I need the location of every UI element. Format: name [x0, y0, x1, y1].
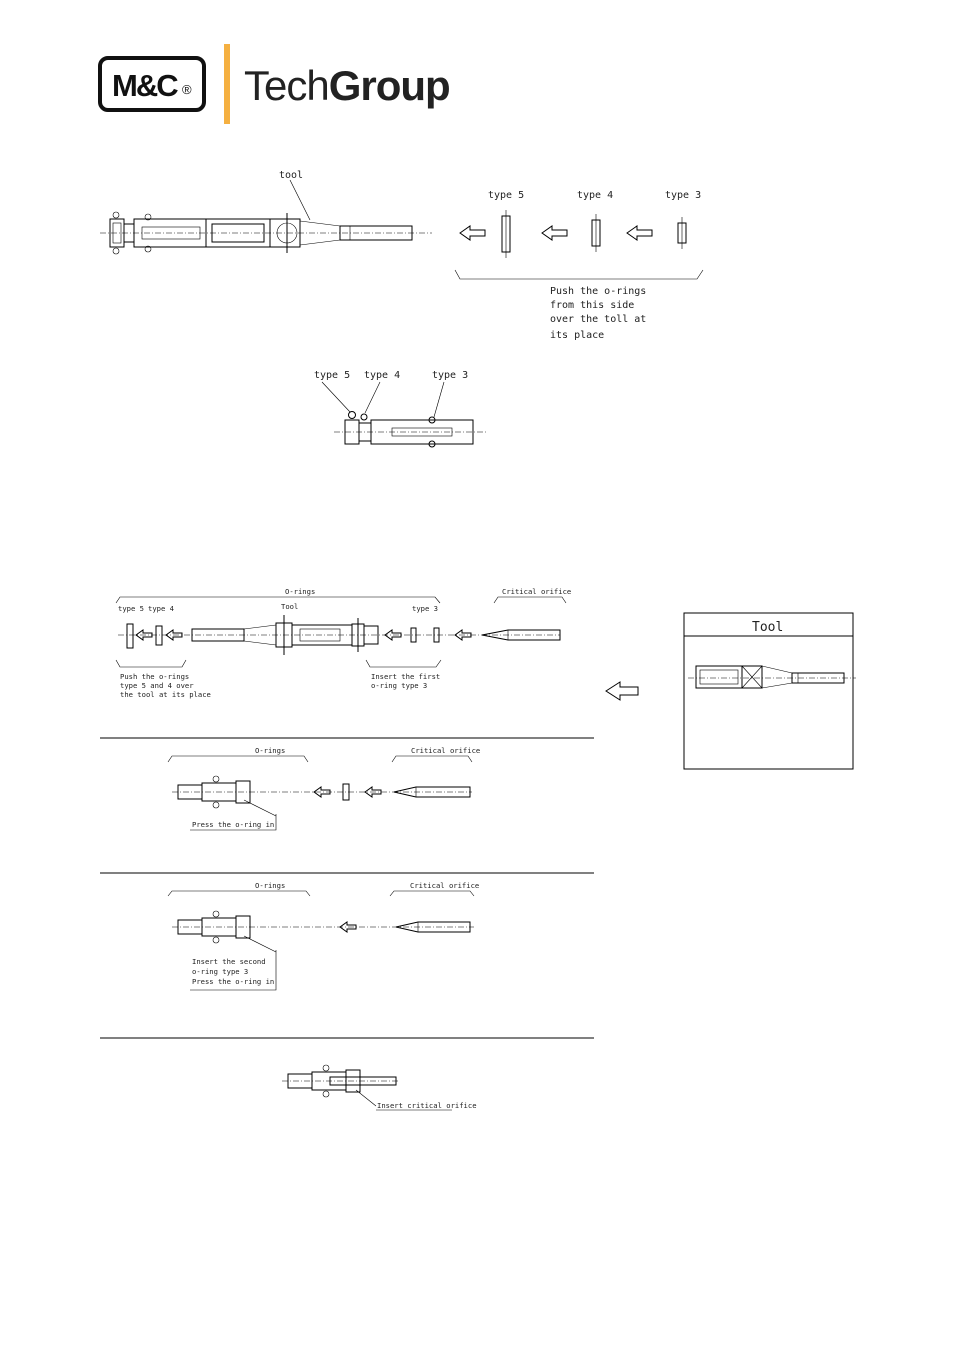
svg-text:TechGroup: TechGroup: [244, 62, 450, 109]
step2-drawing: [321, 381, 488, 448]
step1-tool-label: tool: [279, 170, 303, 181]
panel-c-critical-label: Critical orifice: [410, 881, 479, 890]
wordmark-group: Group: [329, 62, 450, 109]
wordmark-tech: Tech: [244, 62, 329, 109]
panel-a-note-left-2: type 5 and 4 over: [120, 681, 194, 690]
panel-a-type4-label: type 4: [148, 604, 174, 613]
techgroup-wordmark: TechGroup: [244, 62, 451, 109]
tool-box: [683, 612, 856, 770]
panel-c-drawing: [167, 890, 475, 991]
panel-d-drawing: [282, 1064, 452, 1111]
panel-c-note-1: Insert the second: [192, 957, 266, 966]
panel-a-orings-label: O-rings: [285, 587, 315, 596]
logo-divider: [224, 44, 230, 124]
panel-a-type5-label: type 5: [118, 604, 144, 613]
panel-c-note-3: Press the o-ring in: [192, 977, 274, 986]
step2-type3-label: type 3: [432, 370, 468, 381]
step1-note-line1: Push the o-rings: [550, 286, 646, 297]
logo-mc-text: M&C: [112, 68, 178, 103]
tool-arrow-icon: [605, 681, 639, 701]
mc-logo: M&C ®: [98, 56, 206, 112]
panel-b-critical-label: Critical orifice: [411, 746, 480, 755]
step1-orings: [454, 210, 704, 280]
step1-drawing: [100, 179, 432, 255]
step2-type5-label: type 5: [314, 370, 350, 381]
step1-note-line2: from this side: [550, 300, 634, 311]
tool-box-title: Tool: [752, 620, 783, 635]
panel-a-note-left-1: Push the o-rings: [120, 672, 189, 681]
step2-type4-label: type 4: [364, 370, 400, 381]
panel-c-orings-label: O-rings: [255, 881, 285, 890]
panel-d-note: Insert critical orifice: [377, 1101, 477, 1110]
panel-a-drawing: [115, 596, 567, 668]
step1-note-line4: its place: [550, 330, 604, 341]
panel-a-note-right-1: Insert the first: [371, 672, 440, 681]
panel-a-critical-label: Critical orifice: [502, 587, 571, 596]
step1-type5-label: type 5: [488, 190, 524, 201]
step1-type4-label: type 4: [577, 190, 613, 201]
panel-a-tool-label: Tool: [281, 602, 298, 611]
panel-b-drawing: [167, 755, 473, 831]
step1-note-line3: over the toll at: [550, 314, 646, 325]
panel-a-note-left-3: the tool at its place: [120, 690, 211, 699]
panel-b-note: Press the o-ring in: [192, 820, 274, 829]
panel-b-orings-label: O-rings: [255, 746, 285, 755]
panel-c-note-2: o-ring type 3: [192, 967, 248, 976]
panel-a-note-right-2: o-ring type 3: [371, 681, 427, 690]
panel-a-type3-label: type 3: [412, 604, 438, 613]
logo-reg-mark: ®: [182, 82, 192, 97]
step1-type3-label: type 3: [665, 190, 701, 201]
